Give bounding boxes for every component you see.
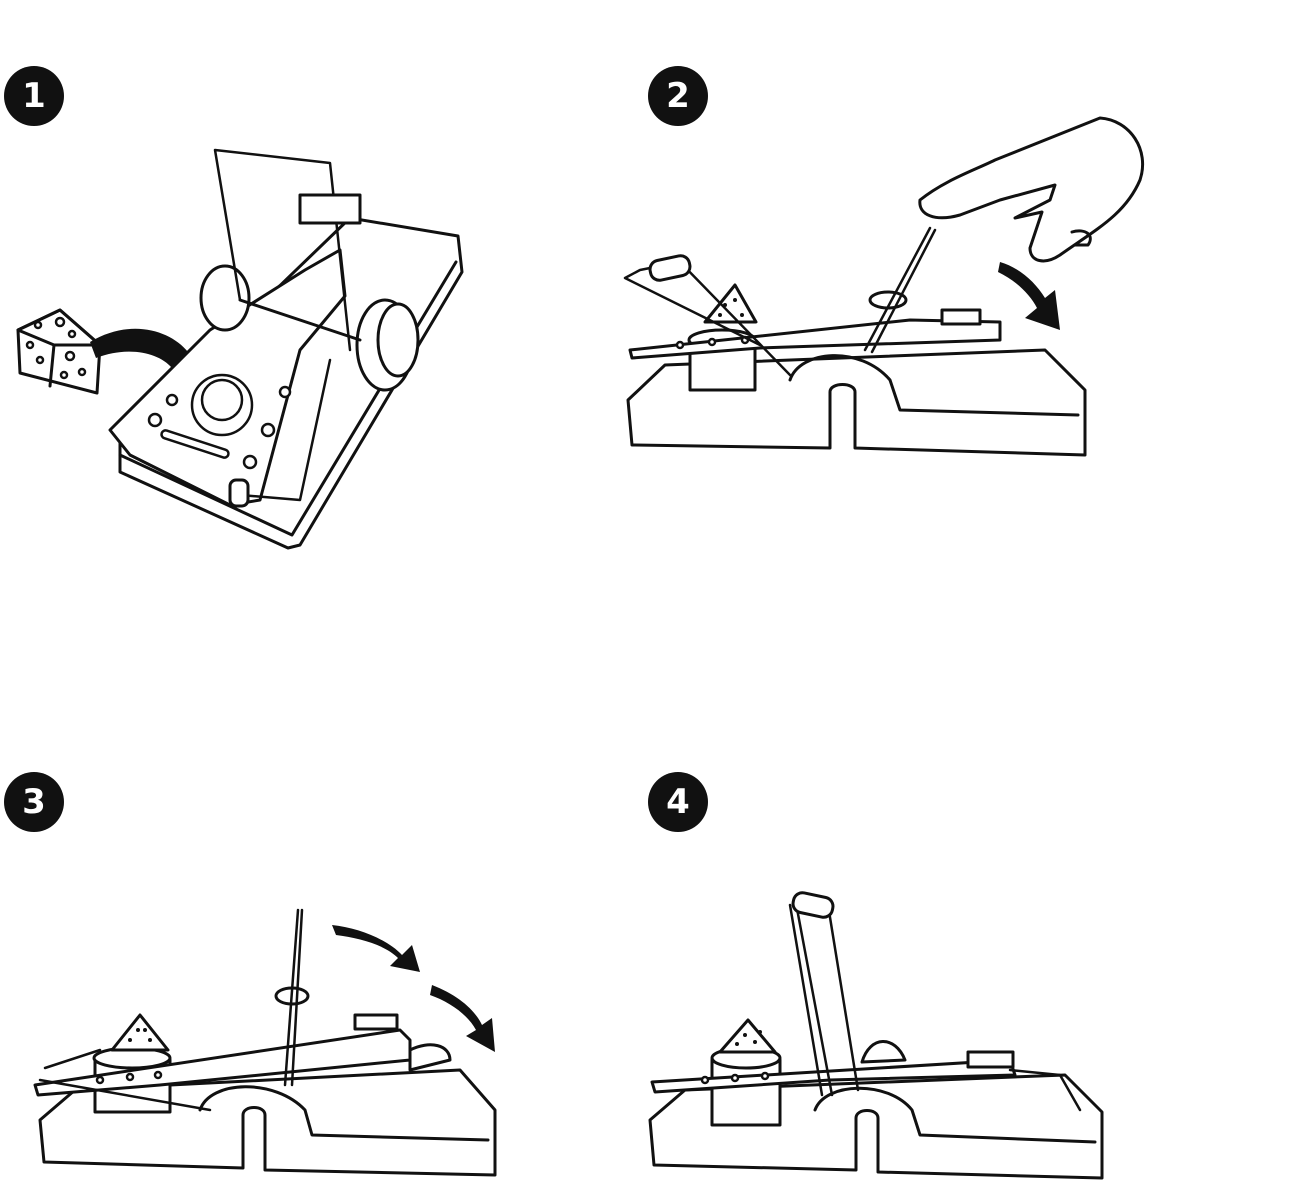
curved-arrow-icon (430, 985, 495, 1052)
step-4-badge: 4 (648, 772, 708, 832)
kill-bar (788, 896, 860, 1097)
kill-bar (283, 908, 304, 1087)
hand-icon (918, 116, 1145, 263)
step-3-badge: 3 (4, 772, 64, 832)
step-4-illustration (648, 891, 1104, 1180)
step-1-illustration (16, 148, 464, 550)
curved-arrow-icon (332, 925, 420, 972)
step-3-illustration (33, 908, 497, 1177)
step-1-badge: 1 (4, 66, 64, 126)
curved-arrow-icon (998, 262, 1060, 330)
step-2-badge: 2 (648, 66, 708, 126)
step-2-illustration (623, 116, 1145, 457)
cheese-wedge-icon (16, 308, 102, 395)
kill-bar (213, 148, 352, 352)
